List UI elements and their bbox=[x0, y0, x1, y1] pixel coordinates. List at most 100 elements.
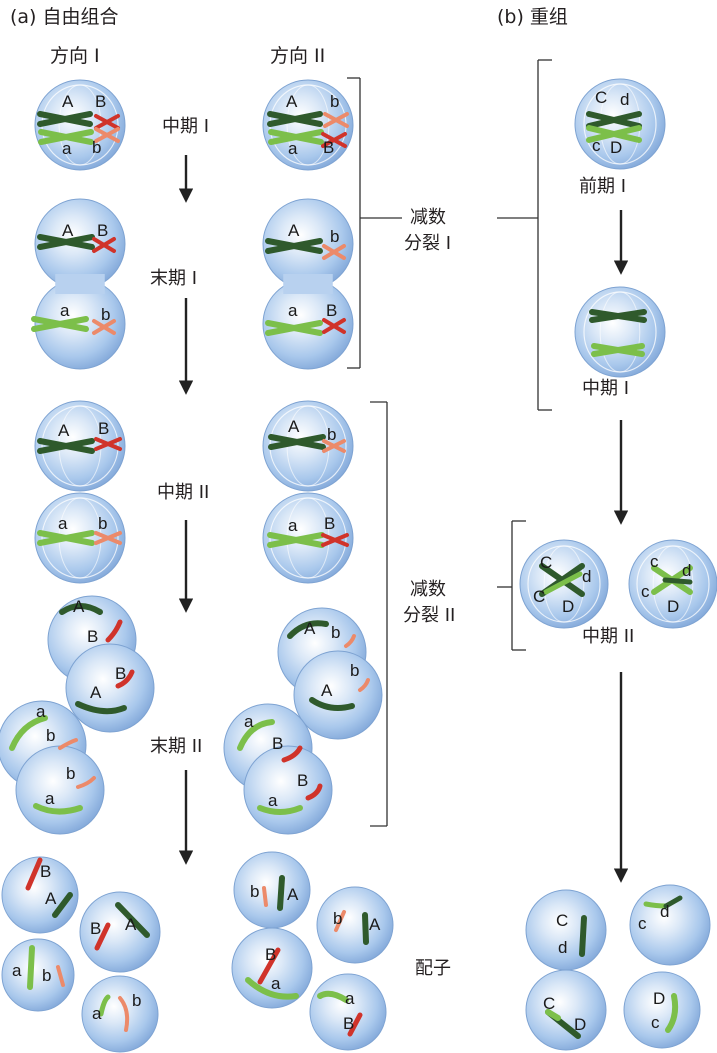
gene-label: a bbox=[36, 702, 46, 721]
gene-label: b bbox=[42, 966, 52, 985]
chromosome-arm bbox=[322, 244, 346, 260]
gene-label: A bbox=[287, 885, 299, 904]
gene-label: a bbox=[45, 789, 55, 808]
chromatid bbox=[257, 947, 281, 985]
gene-label: b bbox=[46, 726, 56, 745]
gene-label: C bbox=[540, 553, 553, 572]
cell bbox=[79, 891, 161, 973]
chromosome-arm bbox=[268, 129, 324, 145]
chromatid bbox=[362, 912, 369, 945]
gene-label: a bbox=[268, 791, 278, 810]
gene-label: A bbox=[369, 915, 381, 934]
chromatid bbox=[27, 945, 35, 990]
chromosome-arm bbox=[586, 111, 642, 129]
gene-label: A bbox=[45, 889, 57, 908]
cell bbox=[623, 971, 701, 1049]
gene-label: B bbox=[297, 771, 309, 790]
chromosome-arm bbox=[323, 112, 349, 128]
gene-label: b bbox=[330, 92, 340, 111]
chromosome-arm bbox=[31, 316, 89, 332]
gene-label: a bbox=[288, 516, 298, 535]
gene-label: C bbox=[543, 994, 556, 1013]
label-meiosis-1-line1: 减数 bbox=[410, 207, 446, 228]
gene-label: A bbox=[125, 915, 137, 934]
gene-label: c bbox=[650, 552, 659, 571]
chromatid bbox=[76, 776, 96, 789]
header-independent-assortment: (a) 自由组合 bbox=[10, 6, 119, 28]
gene-label: B bbox=[40, 862, 52, 881]
cell bbox=[1, 938, 75, 1012]
chromosome-arm bbox=[267, 532, 325, 548]
label-metaphase-1: 中期 I bbox=[162, 116, 210, 137]
cell bbox=[262, 79, 354, 171]
gene-label: a bbox=[288, 301, 298, 320]
gene-label: a bbox=[62, 139, 72, 158]
chromosome-arm bbox=[589, 309, 647, 323]
chromosome-arm bbox=[322, 318, 346, 334]
chromosome-arm bbox=[662, 577, 693, 585]
gene-label: B bbox=[272, 734, 284, 753]
chromatid bbox=[33, 803, 83, 815]
chromatid bbox=[105, 619, 123, 643]
chromosome-arm bbox=[94, 127, 120, 143]
spindle bbox=[652, 545, 694, 623]
header-direction-2: 方向 II bbox=[270, 45, 326, 67]
gene-label: A bbox=[62, 221, 74, 240]
gene-label: B bbox=[98, 419, 110, 438]
chromosome-arm bbox=[321, 533, 349, 547]
label-meiosis-2-line2: 分裂 II bbox=[403, 605, 456, 626]
label-gametes: 配子 bbox=[415, 958, 451, 979]
gene-label: b bbox=[350, 661, 360, 680]
cell bbox=[574, 286, 666, 378]
gene-label: A bbox=[90, 683, 102, 702]
chromatid bbox=[579, 915, 587, 957]
gene-label: c bbox=[641, 582, 650, 601]
gene-label: A bbox=[304, 619, 316, 638]
gene-label: a bbox=[92, 1004, 102, 1023]
cleavage-furrow bbox=[55, 274, 105, 294]
gene-label: a bbox=[60, 301, 70, 320]
label-metaphase-1-right: 中期 I bbox=[582, 378, 630, 399]
chromosome-arm bbox=[265, 238, 323, 254]
gene-label: b bbox=[330, 227, 340, 246]
cell bbox=[525, 969, 607, 1051]
chromatid bbox=[287, 620, 329, 639]
gene-label: B bbox=[326, 301, 338, 320]
gene-label: c bbox=[651, 1013, 660, 1032]
chromatid bbox=[59, 603, 103, 615]
gene-label: a bbox=[271, 974, 281, 993]
cell bbox=[15, 745, 105, 835]
gene-label: A bbox=[288, 221, 300, 240]
chromosome-arm bbox=[321, 132, 347, 148]
gene-label: a bbox=[288, 139, 298, 158]
gene-label: b bbox=[92, 138, 102, 157]
gene-label: a bbox=[244, 712, 254, 731]
chromatid bbox=[94, 922, 111, 951]
gene-label: A bbox=[73, 597, 85, 616]
chromosome-arm bbox=[92, 237, 116, 253]
chromatid bbox=[344, 634, 356, 648]
cell bbox=[525, 889, 607, 971]
gene-label: B bbox=[90, 919, 102, 938]
chromosome-arm bbox=[591, 343, 645, 357]
label-telophase-2: 末期 II bbox=[150, 736, 203, 757]
gene-label: a bbox=[58, 514, 68, 533]
chromosome-arm bbox=[92, 319, 116, 335]
chromosome-arm bbox=[37, 111, 93, 127]
gene-label: d bbox=[660, 902, 670, 921]
chromosome-arm bbox=[267, 111, 323, 127]
chromosome-arm bbox=[37, 438, 95, 454]
gene-label: B bbox=[324, 514, 336, 533]
gene-label: C bbox=[533, 587, 546, 606]
gene-label: B bbox=[323, 138, 335, 157]
chromatid bbox=[115, 902, 150, 938]
gene-label: A bbox=[321, 681, 333, 700]
chromosome-arm bbox=[37, 234, 95, 250]
label-metaphase-2: 中期 II bbox=[157, 482, 210, 503]
cell bbox=[81, 975, 159, 1053]
chromatid bbox=[663, 895, 683, 909]
gene-label: b bbox=[132, 991, 142, 1010]
chromatid bbox=[309, 697, 355, 711]
